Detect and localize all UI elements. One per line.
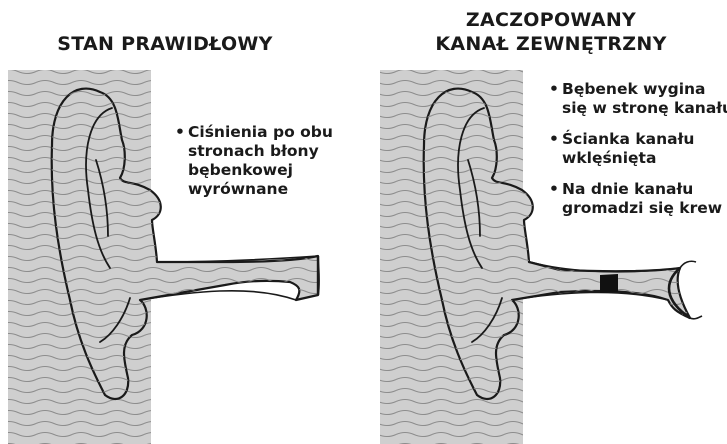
notes-normal: Ciśnienia po obu stronach błony bębenkow…: [175, 123, 333, 199]
panel-title-normal: STAN PRAWIDŁOWY: [0, 32, 330, 56]
title-line: STAN PRAWIDŁOWY: [0, 32, 330, 56]
panel-title-plugged: ZACZOPOWANY KANAŁ ZEWNĘTRZNY: [375, 8, 727, 56]
note-line: Ciśnienia po obu: [188, 123, 333, 142]
blood-accumulation: [600, 274, 618, 293]
note-line: bębenkowej: [188, 161, 333, 180]
note-line: stronach błony: [188, 142, 333, 161]
note-line: Na dnie kanału: [562, 180, 727, 199]
note-line: wyrównane: [188, 180, 333, 199]
note-eardrum-bulges: Bębenek wygina się w stronę kanału: [549, 80, 727, 118]
note-line: wklęśnięta: [562, 149, 727, 168]
title-line: ZACZOPOWANY: [375, 8, 727, 32]
notes-plugged: Bębenek wygina się w stronę kanału Ścian…: [549, 80, 727, 230]
note-line: Ścianka kanału: [562, 130, 727, 149]
title-line: KANAŁ ZEWNĘTRZNY: [375, 32, 727, 56]
note-pressure-equal: Ciśnienia po obu stronach błony bębenkow…: [175, 123, 333, 199]
note-line: Bębenek wygina: [562, 80, 727, 99]
note-canal-wall-concave: Ścianka kanału wklęśnięta: [549, 130, 727, 168]
note-blood-collects: Na dnie kanału gromadzi się krew: [549, 180, 727, 218]
note-line: się w stronę kanału: [562, 99, 727, 118]
note-line: gromadzi się krew: [562, 199, 727, 218]
